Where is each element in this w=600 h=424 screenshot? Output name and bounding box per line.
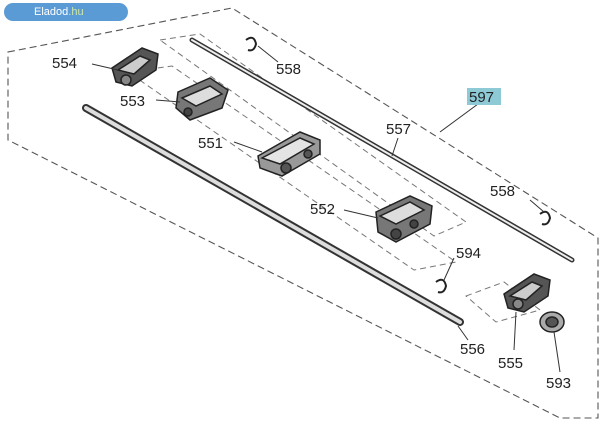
leader-558a	[257, 45, 279, 63]
clip-558-top	[245, 36, 258, 52]
watermark-suffix: .hu	[68, 6, 84, 18]
leader-555	[513, 311, 517, 351]
leader-556	[457, 325, 469, 341]
leader-lines	[91, 45, 561, 373]
part-label-555: 555	[498, 355, 523, 372]
leader-552	[343, 209, 379, 219]
part-label-556: 556	[460, 341, 485, 358]
clip-594	[435, 278, 448, 294]
highlight-597	[467, 88, 501, 105]
clip-558-right	[539, 210, 552, 226]
leader-553	[155, 99, 181, 103]
outer-dashed-frame	[7, 7, 599, 419]
part-label-597: 597	[469, 89, 494, 106]
leader-554	[91, 63, 119, 71]
leader-593	[553, 331, 561, 373]
leader-594	[443, 257, 455, 281]
leader-557	[391, 137, 399, 157]
part-label-558-right: 558	[490, 183, 515, 200]
watermark-brand: Eladod	[34, 6, 69, 18]
part-label-557: 557	[386, 121, 411, 138]
watermark-badge: Eladod.hu	[4, 3, 128, 21]
part-551-slider	[257, 131, 321, 177]
part-label-551: 551	[198, 135, 223, 152]
leader-558b	[529, 199, 545, 213]
part-553-block	[175, 77, 229, 121]
part-554-bracket	[111, 47, 159, 87]
upper-dashed-group	[158, 33, 468, 237]
part-label-552: 552	[310, 201, 335, 218]
part-label-593: 593	[546, 375, 571, 392]
part-555-bracket	[503, 273, 551, 313]
part-552-block	[375, 195, 433, 243]
leader-551	[233, 141, 263, 153]
leader-597	[439, 103, 479, 133]
part-label-554: 554	[52, 55, 77, 72]
part-593-bushing	[539, 311, 565, 333]
right-dashed-group	[465, 281, 542, 323]
lower-rod	[82, 104, 464, 326]
part-label-553: 553	[120, 93, 145, 110]
part-label-558-top: 558	[276, 61, 301, 78]
upper-rod	[189, 37, 575, 263]
part-label-594: 594	[456, 245, 481, 262]
